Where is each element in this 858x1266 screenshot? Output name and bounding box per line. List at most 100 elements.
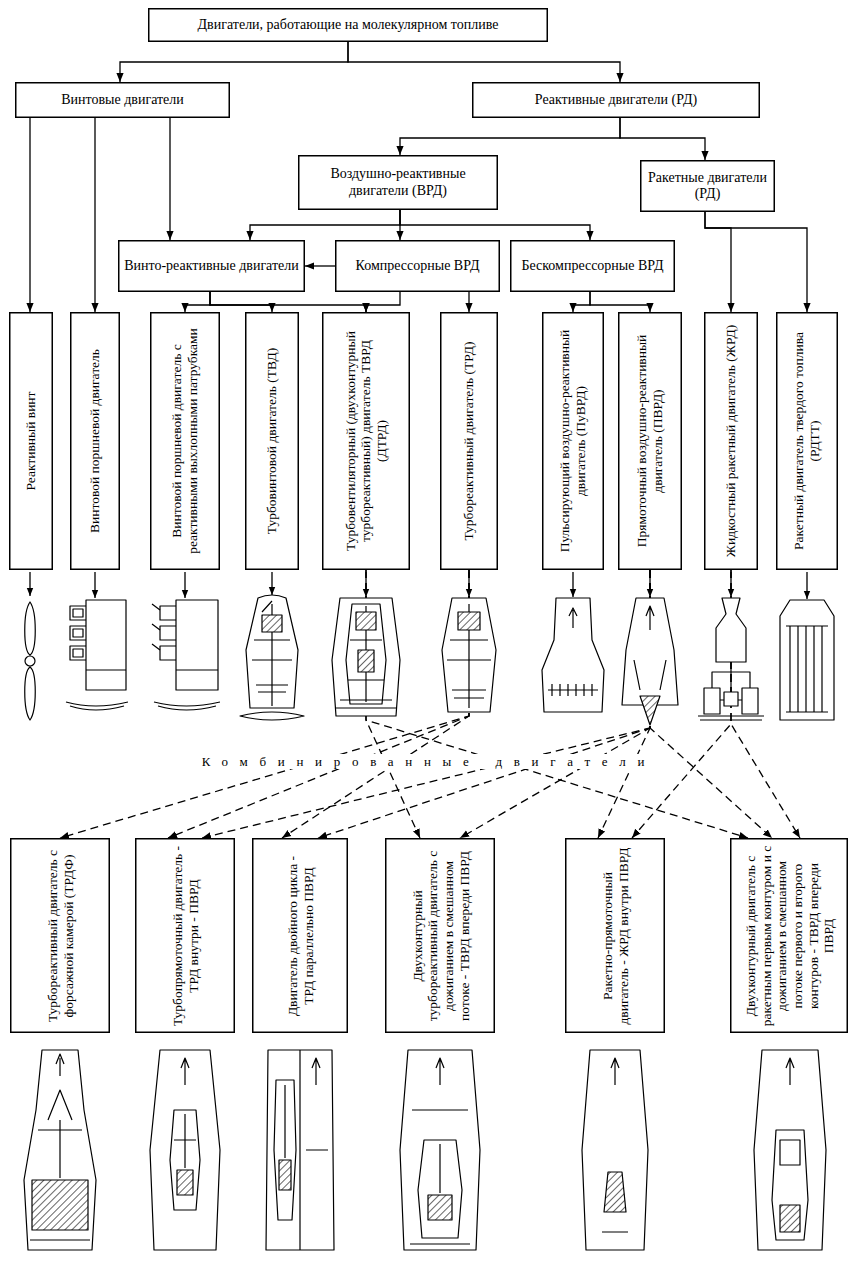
hierarchy-connector	[590, 292, 650, 312]
solid-rocket-sketch	[780, 600, 834, 720]
solid-rocket-grains	[786, 626, 828, 712]
dual-cycle-detail	[274, 1050, 328, 1250]
hierarchy-connector	[94, 118, 95, 312]
engine-type-box: Двигатель двойного цикла - ТРД параллель…	[252, 838, 348, 1033]
box-label: Бескомпрессорные ВРД	[516, 258, 669, 274]
class-box: Компрессорные ВРД	[335, 240, 500, 292]
box-text: Турбореактивный двигатель с форсажной ка…	[44, 844, 75, 1027]
pulsejet-valves	[548, 608, 598, 696]
turbo-ramjet-core	[177, 1170, 193, 1195]
box-text: Бескомпрессорные ВРД	[516, 258, 669, 274]
exhaust-stub-detail	[152, 604, 220, 710]
rocket-ramjet-core	[604, 1172, 626, 1212]
box-text: Прямоточный воздушно-реактивный двигател…	[634, 318, 665, 564]
box-label: Турбореактивный двигатель (ТРД)	[461, 318, 477, 564]
rocket-turbofan-core	[780, 1205, 800, 1232]
hierarchy-connector	[210, 292, 272, 312]
box-label: Ракетные двигатели (РД)	[646, 170, 769, 202]
box-text: Винтовые двигатели	[21, 92, 224, 108]
box-label: Двигатель двойного цикла - ТРД параллель…	[284, 844, 315, 1027]
arrow-tip	[468, 593, 469, 597]
box-label: Турбовентиляторный (двухконтурный турбор…	[343, 318, 390, 564]
turbo-ramjet-detail	[170, 1058, 200, 1210]
engine-type-box: Турбопрямоточный двигатель - ТРД внутри …	[135, 838, 235, 1033]
box-body: Реактивный винт	[9, 312, 53, 570]
hierarchy-connector	[468, 292, 469, 312]
rocket-turbofan-sketch	[754, 1050, 826, 1250]
pointer-arrows	[30, 572, 807, 599]
box-label: Воздушно-реактивные двигатели (ВРД)	[304, 166, 492, 198]
engine-type-box: Турбовинтовой двигатель (ТВД)	[245, 312, 299, 570]
box-text: Винто-реактивные двигатели	[124, 258, 299, 274]
hierarchy-connector	[573, 292, 590, 312]
arrow-tip	[365, 593, 366, 597]
turbofan-core	[356, 612, 376, 672]
turbojet-detail	[447, 604, 491, 708]
box-text: Турбопрямоточный двигатель - ТРД внутри …	[169, 844, 200, 1027]
box-body: Турбореактивный двигатель с форсажной ка…	[10, 838, 110, 1033]
box-text: Пульсирующий воздушно-реактивный двигате…	[557, 318, 588, 564]
arrow-tip	[806, 595, 807, 599]
piston-engine-detail	[66, 609, 128, 710]
box-text: Реактивный винт	[23, 318, 39, 564]
box-text: Компрессорные ВРД	[341, 258, 494, 274]
arrow-tip	[730, 593, 731, 597]
box-body: Винтовые двигатели	[15, 82, 230, 118]
class-box: Винто-реактивные двигатели	[118, 240, 305, 292]
engine-type-box: Пульсирующий воздушно-реактивный двигате…	[542, 312, 604, 570]
ramjet-sketch	[622, 598, 678, 705]
box-text: Ракетные двигатели (РД)	[646, 170, 769, 202]
arrow-tip	[29, 593, 30, 596]
group-caption: Комбинированные двигатели	[0, 752, 858, 770]
engine-type-box: Реактивный винт	[9, 312, 53, 570]
engine-sketches	[24, 595, 834, 1250]
rocket-ramjet-detail	[602, 1058, 628, 1232]
liquid-rocket-detail	[698, 662, 764, 720]
hierarchy-connector	[210, 292, 366, 312]
turbofan-burner-detail	[410, 1058, 470, 1244]
box-body: Двухконтурный турбореактивный двигатель …	[385, 838, 495, 1033]
afterburner-turbojet-sketch	[24, 1050, 96, 1250]
turbofan-detail	[336, 604, 396, 708]
box-label: Пульсирующий воздушно-реактивный двигате…	[557, 318, 588, 564]
box-body: Воздушно-реактивные двигатели (ВРД)	[298, 155, 498, 210]
box-text: Винтовой поршневой двигатель	[87, 318, 103, 564]
propeller-sketch	[25, 602, 36, 720]
box-label: Ракетный двигатель твердого топлива (РДТ…	[791, 318, 822, 564]
rocket-turbofan-detail	[772, 1058, 808, 1240]
box-body: Жидкостный ракетный двигатель (ЖРД)	[704, 312, 758, 570]
box-label: Винтовой поршневой двигатель с реактивны…	[169, 318, 200, 564]
box-text: Двухконтурный турбореактивный двигатель …	[409, 844, 471, 1027]
dual-cycle-sketch	[266, 1050, 334, 1250]
box-body: Ракетный двигатель твердого топлива (РДТ…	[776, 312, 838, 570]
box-body: Турбовинтовой двигатель (ТВД)	[245, 312, 299, 570]
arrow-tip	[649, 593, 650, 597]
hierarchy-connector	[348, 42, 620, 82]
piston-engine-sketch	[70, 600, 126, 690]
dual-cycle-core	[279, 1160, 291, 1190]
box-label: Винтовые двигатели	[21, 92, 224, 108]
pulsejet-sketch	[542, 598, 604, 712]
turbofan-burner-core	[428, 1195, 452, 1220]
box-text: Ракетно-прямоточный двигатель - ЖРД внут…	[599, 844, 630, 1027]
arrow-tip	[184, 593, 185, 598]
engine-type-box: Турбовентиляторный (двухконтурный турбор…	[322, 312, 410, 570]
liquid-rocket-sketch	[704, 598, 758, 714]
box-body: Турбореактивный двигатель (ТРД)	[440, 312, 498, 570]
hierarchy-connector	[400, 118, 620, 155]
ramjet-cone	[640, 696, 660, 725]
box-body: Ракетные двигатели (РД)	[640, 160, 775, 212]
class-box: Реактивные двигатели (РД)	[472, 82, 760, 118]
ramjet-detail	[634, 606, 666, 690]
engine-type-box: Двухконтурный двигатель с ракетным первы…	[730, 838, 848, 1033]
hierarchy-connector	[620, 118, 705, 160]
combination-connector	[60, 570, 469, 838]
box-body: Турбовентиляторный (двухконтурный турбор…	[322, 312, 410, 570]
hierarchy-connector	[705, 212, 807, 312]
hierarchy-connector	[29, 118, 30, 312]
box-body: Реактивные двигатели (РД)	[472, 82, 760, 118]
class-box: Двигатели, работающие на молекулярном то…	[148, 8, 548, 42]
box-label: Прямоточный воздушно-реактивный двигател…	[634, 318, 665, 564]
combination-connector	[318, 570, 650, 838]
turboprop-detail	[252, 601, 292, 706]
